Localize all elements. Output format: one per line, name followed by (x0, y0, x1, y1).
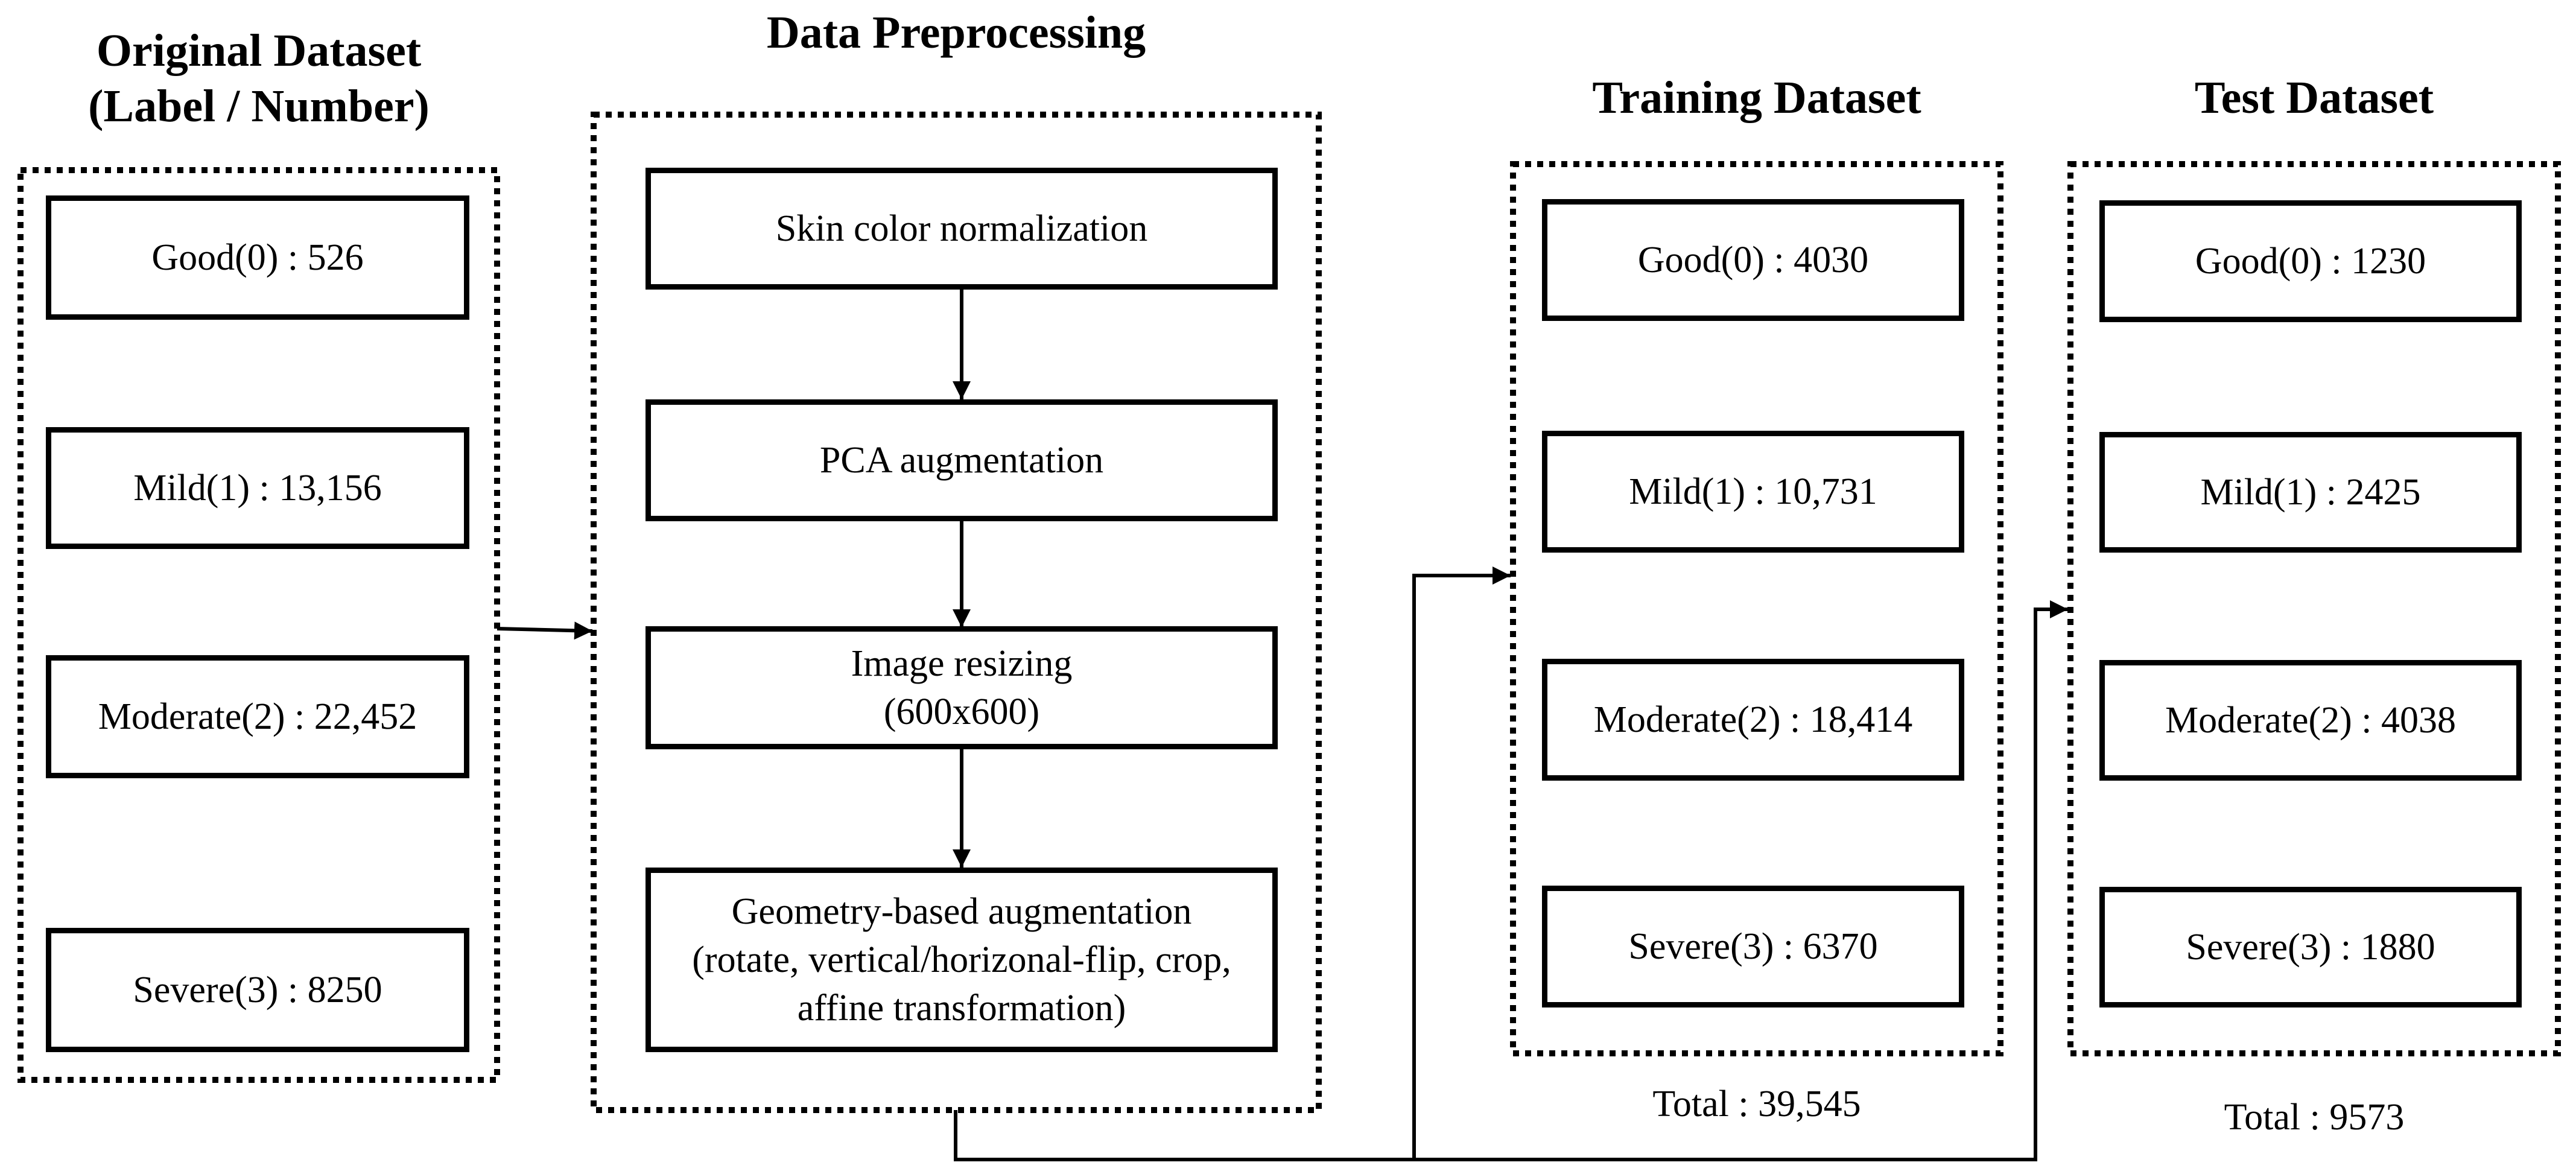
training-mild-label: Mild(1) : 10,731 (1629, 471, 1877, 512)
original-moderate-label: Moderate(2) : 22,452 (98, 696, 417, 737)
original-dataset-title: Original Dataset (Label / Number) (21, 23, 497, 134)
original-moderate-box: Moderate(2) : 22,452 (46, 655, 469, 778)
test-good-box: Good(0) : 1230 (2099, 200, 2522, 322)
original-dataset-title-line1: Original Dataset (96, 25, 422, 76)
preprocessing-container (591, 112, 1322, 1113)
test-severe-box: Severe(3) : 1880 (2099, 887, 2522, 1007)
training-mild-box: Mild(1) : 10,731 (1542, 431, 1964, 553)
training-severe-box: Severe(3) : 6370 (1542, 886, 1964, 1007)
test-moderate-label: Moderate(2) : 4038 (2165, 700, 2457, 741)
arrow-preprocessing-to-test (954, 600, 2068, 1161)
test-moderate-box: Moderate(2) : 4038 (2099, 660, 2522, 781)
step3-line2: (600x600) (883, 691, 1040, 732)
step4-line3: affine transformation) (797, 988, 1126, 1029)
training-good-box: Good(0) : 4030 (1542, 199, 1964, 321)
original-dataset-container (17, 167, 500, 1083)
test-dataset-title: Test Dataset (2194, 72, 2434, 123)
training-moderate-label: Moderate(2) : 18,414 (1593, 699, 1913, 740)
original-severe-box: Severe(3) : 8250 (46, 928, 469, 1052)
test-mild-label: Mild(1) : 2425 (2200, 472, 2421, 513)
step-pca-augmentation: PCA augmentation (646, 399, 1278, 521)
step4-line1: Geometry-based augmentation (731, 891, 1192, 932)
training-moderate-box: Moderate(2) : 18,414 (1542, 659, 1964, 781)
arrow-preprocessing-to-training (1412, 566, 1511, 1160)
test-severe-label: Severe(3) : 1880 (2186, 927, 2435, 968)
original-good-box: Good(0) : 526 (46, 195, 469, 320)
training-good-label: Good(0) : 4030 (1637, 240, 1869, 281)
test-total: Total : 9573 (2224, 1097, 2405, 1138)
preprocessing-title: Data Preprocessing (766, 7, 1146, 58)
original-severe-label: Severe(3) : 8250 (133, 969, 382, 1011)
original-mild-box: Mild(1) : 13,156 (46, 427, 469, 549)
step-geometry-based-augmentation: Geometry-based augmentation (rotate, ver… (646, 868, 1278, 1052)
step2-line1: PCA augmentation (819, 440, 1104, 481)
step-skin-color-normalization: Skin color normalization (646, 168, 1278, 290)
test-mild-box: Mild(1) : 2425 (2099, 432, 2522, 553)
training-severe-label: Severe(3) : 6370 (1628, 926, 1878, 967)
original-mild-label: Mild(1) : 13,156 (133, 468, 382, 509)
test-dataset-container (2067, 161, 2561, 1056)
step3-line1: Image resizing (851, 643, 1073, 684)
original-good-label: Good(0) : 526 (151, 237, 364, 278)
step-image-resizing: Image resizing (600x600) (646, 626, 1278, 749)
training-total: Total : 39,545 (1652, 1084, 1861, 1125)
original-dataset-title-line2: (Label / Number) (88, 81, 430, 132)
test-good-label: Good(0) : 1230 (2195, 241, 2426, 282)
training-dataset-container (1510, 161, 2003, 1056)
step4-line2: (rotate, vertical/horizonal-flip, crop, (692, 939, 1231, 980)
step1-line1: Skin color normalization (775, 208, 1148, 249)
arrow-original-to-preprocessing (496, 621, 593, 640)
training-dataset-title: Training Dataset (1592, 72, 1921, 123)
